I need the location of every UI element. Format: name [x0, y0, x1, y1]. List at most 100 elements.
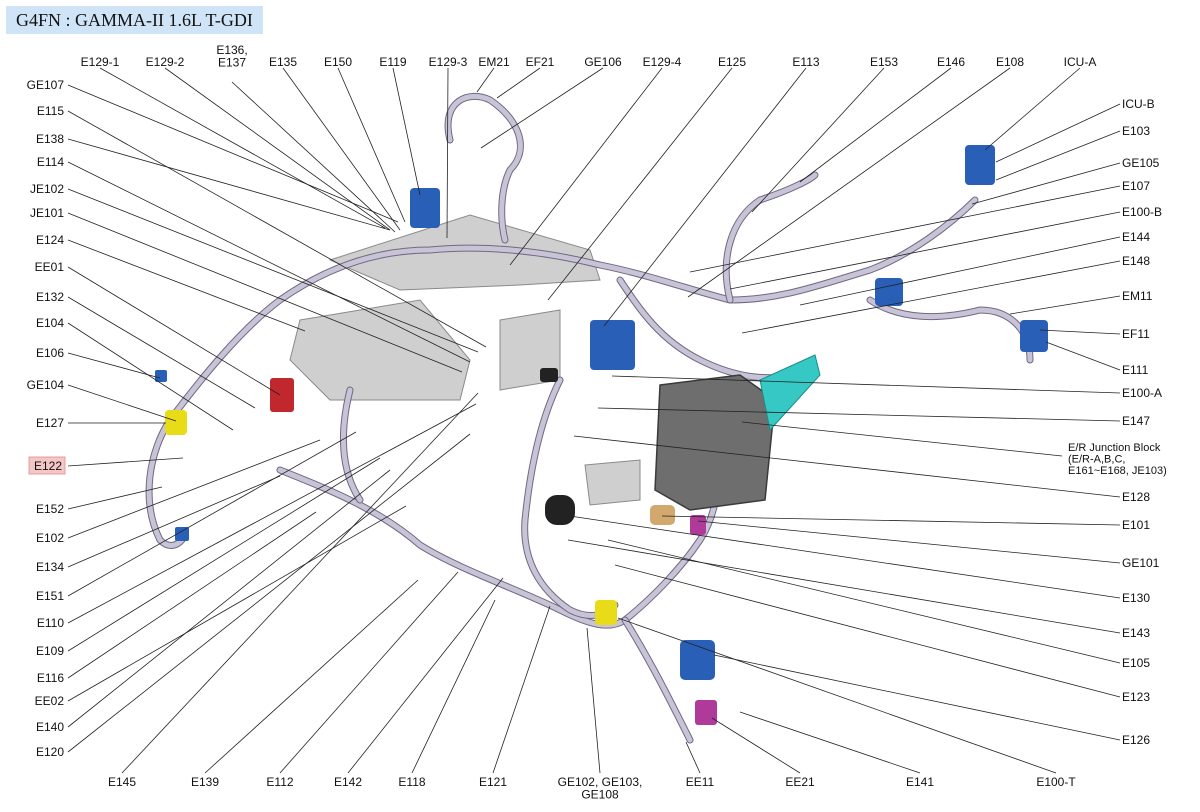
label-e129-1: E129-1: [81, 55, 120, 69]
label-e129-3: E129-3: [429, 55, 468, 69]
label-e114: E114: [37, 155, 64, 169]
label-e151: E151: [36, 589, 64, 603]
label-em21: EM21: [478, 55, 510, 69]
connector-e106: [155, 370, 167, 382]
label-e139: E139: [191, 775, 219, 789]
label-e138: E138: [36, 132, 64, 146]
label-e128: E128: [1122, 490, 1150, 504]
label-ee01: EE01: [35, 260, 65, 274]
label-ge106: GE106: [584, 55, 622, 69]
label-e118: E118: [398, 775, 425, 789]
connector-e147: [540, 368, 558, 382]
label-e100-a: E100-A: [1122, 386, 1162, 400]
label-e146: E146: [937, 55, 965, 69]
label-ef21: EF21: [526, 55, 555, 69]
label-e104: E104: [36, 316, 64, 330]
connector-ge101: [650, 505, 675, 525]
connector-e119: [410, 188, 440, 228]
label-e140: E140: [36, 720, 64, 734]
connector-e100-a: [590, 320, 635, 370]
label-em11: EM11: [1122, 289, 1153, 303]
labels-right: ICU-B E103 GE105 E107 E100-B E144 E148 E…: [1068, 97, 1167, 747]
harness-wires: [145, 92, 1034, 744]
label-icu-a: ICU-A: [1064, 55, 1097, 69]
label-ge105: GE105: [1122, 156, 1160, 170]
label-e142: E142: [334, 775, 362, 789]
label-e121: E121: [479, 775, 507, 789]
label-e105: E105: [1122, 656, 1150, 670]
engine-bracket: [289, 299, 471, 401]
label-ge102-ge103-ge108: GE102, GE103,GE108: [558, 775, 643, 802]
label-e111: E111: [1122, 363, 1149, 377]
label-e153: E153: [870, 55, 898, 69]
label-e100-t: E100-T: [1036, 775, 1076, 789]
label-er-junction-block: E/R Junction Block(E/R-A,B,C,E161~E168, …: [1068, 442, 1167, 477]
connector-e103: [965, 145, 995, 185]
labels-top: E129-1 E129-2 E136,E137 E135 E150 E119 E…: [81, 43, 1097, 70]
label-e107: E107: [1122, 179, 1150, 193]
label-e147: E147: [1122, 414, 1150, 428]
label-ee21: EE21: [785, 775, 815, 789]
label-e141: E141: [906, 775, 934, 789]
label-e119: E119: [379, 55, 406, 69]
label-e122: E122: [34, 459, 62, 473]
label-ee11: EE11: [686, 775, 715, 789]
highlight-box-e122: [28, 456, 66, 475]
connector-ef11: [1020, 320, 1048, 352]
label-e101: E101: [1122, 518, 1150, 532]
er-junction-block: [654, 374, 776, 511]
label-e129-2: E129-2: [146, 55, 185, 69]
label-ef11: EF11: [1122, 327, 1150, 341]
label-e127: E127: [36, 416, 64, 430]
label-e130: E130: [1122, 591, 1150, 605]
label-ge107: GE107: [27, 78, 65, 92]
junction-block-cover: [759, 354, 821, 432]
label-e120: E120: [36, 745, 64, 759]
connector-e130: [690, 515, 706, 535]
intake-bracket: [328, 214, 601, 291]
harness-drawing: [145, 92, 1048, 744]
label-e148: E148: [1122, 254, 1150, 268]
connector-e101: [545, 495, 575, 525]
label-e136-e137: E136,E137: [216, 43, 247, 70]
labels-left: GE107 E115 E138 E114 JE102 JE101 E124 EE…: [27, 78, 65, 759]
label-e135: E135: [269, 55, 297, 69]
label-e116: E116: [37, 671, 64, 685]
label-e124: E124: [36, 233, 64, 247]
label-e144: E144: [1122, 230, 1150, 244]
lower-bracket: [584, 459, 641, 506]
connector-e127: [165, 410, 187, 435]
label-e129-4: E129-4: [643, 55, 682, 69]
label-e145: E145: [108, 775, 136, 789]
connector-e123: [680, 640, 715, 680]
label-e152: E152: [36, 502, 64, 516]
leader-lines: [67, 67, 1121, 774]
label-e115: E115: [37, 104, 64, 118]
connector-ee01: [270, 378, 294, 412]
label-e102: E102: [36, 531, 64, 545]
label-e110: E110: [37, 616, 64, 630]
label-je101: JE101: [30, 206, 64, 220]
label-e125: E125: [718, 55, 746, 69]
label-e112: E112: [266, 775, 293, 789]
label-e134: E134: [36, 560, 64, 574]
connector-ge102: [595, 600, 617, 625]
connector-e144: [875, 278, 903, 306]
label-ge101: GE101: [1122, 556, 1160, 570]
label-e103: E103: [1122, 124, 1150, 138]
label-e109: E109: [36, 644, 64, 658]
label-e100-b: E100-B: [1122, 205, 1162, 219]
label-ee02: EE02: [35, 694, 65, 708]
label-icu-b: ICU-B: [1122, 97, 1155, 111]
label-e150: E150: [324, 55, 352, 69]
label-e113: E113: [792, 55, 819, 69]
diagram-title: G4FN : GAMMA-II 1.6L T-GDI: [6, 6, 263, 34]
label-ge104: GE104: [27, 378, 65, 392]
label-e106: E106: [36, 346, 64, 360]
labels-bottom: E145 E139 E112 E142 E118 E121 GE102, GE1…: [108, 775, 1076, 802]
label-e108: E108: [996, 55, 1024, 69]
connector-ee21: [695, 700, 717, 725]
connector-e152: [175, 527, 189, 541]
label-e143: E143: [1122, 626, 1150, 640]
